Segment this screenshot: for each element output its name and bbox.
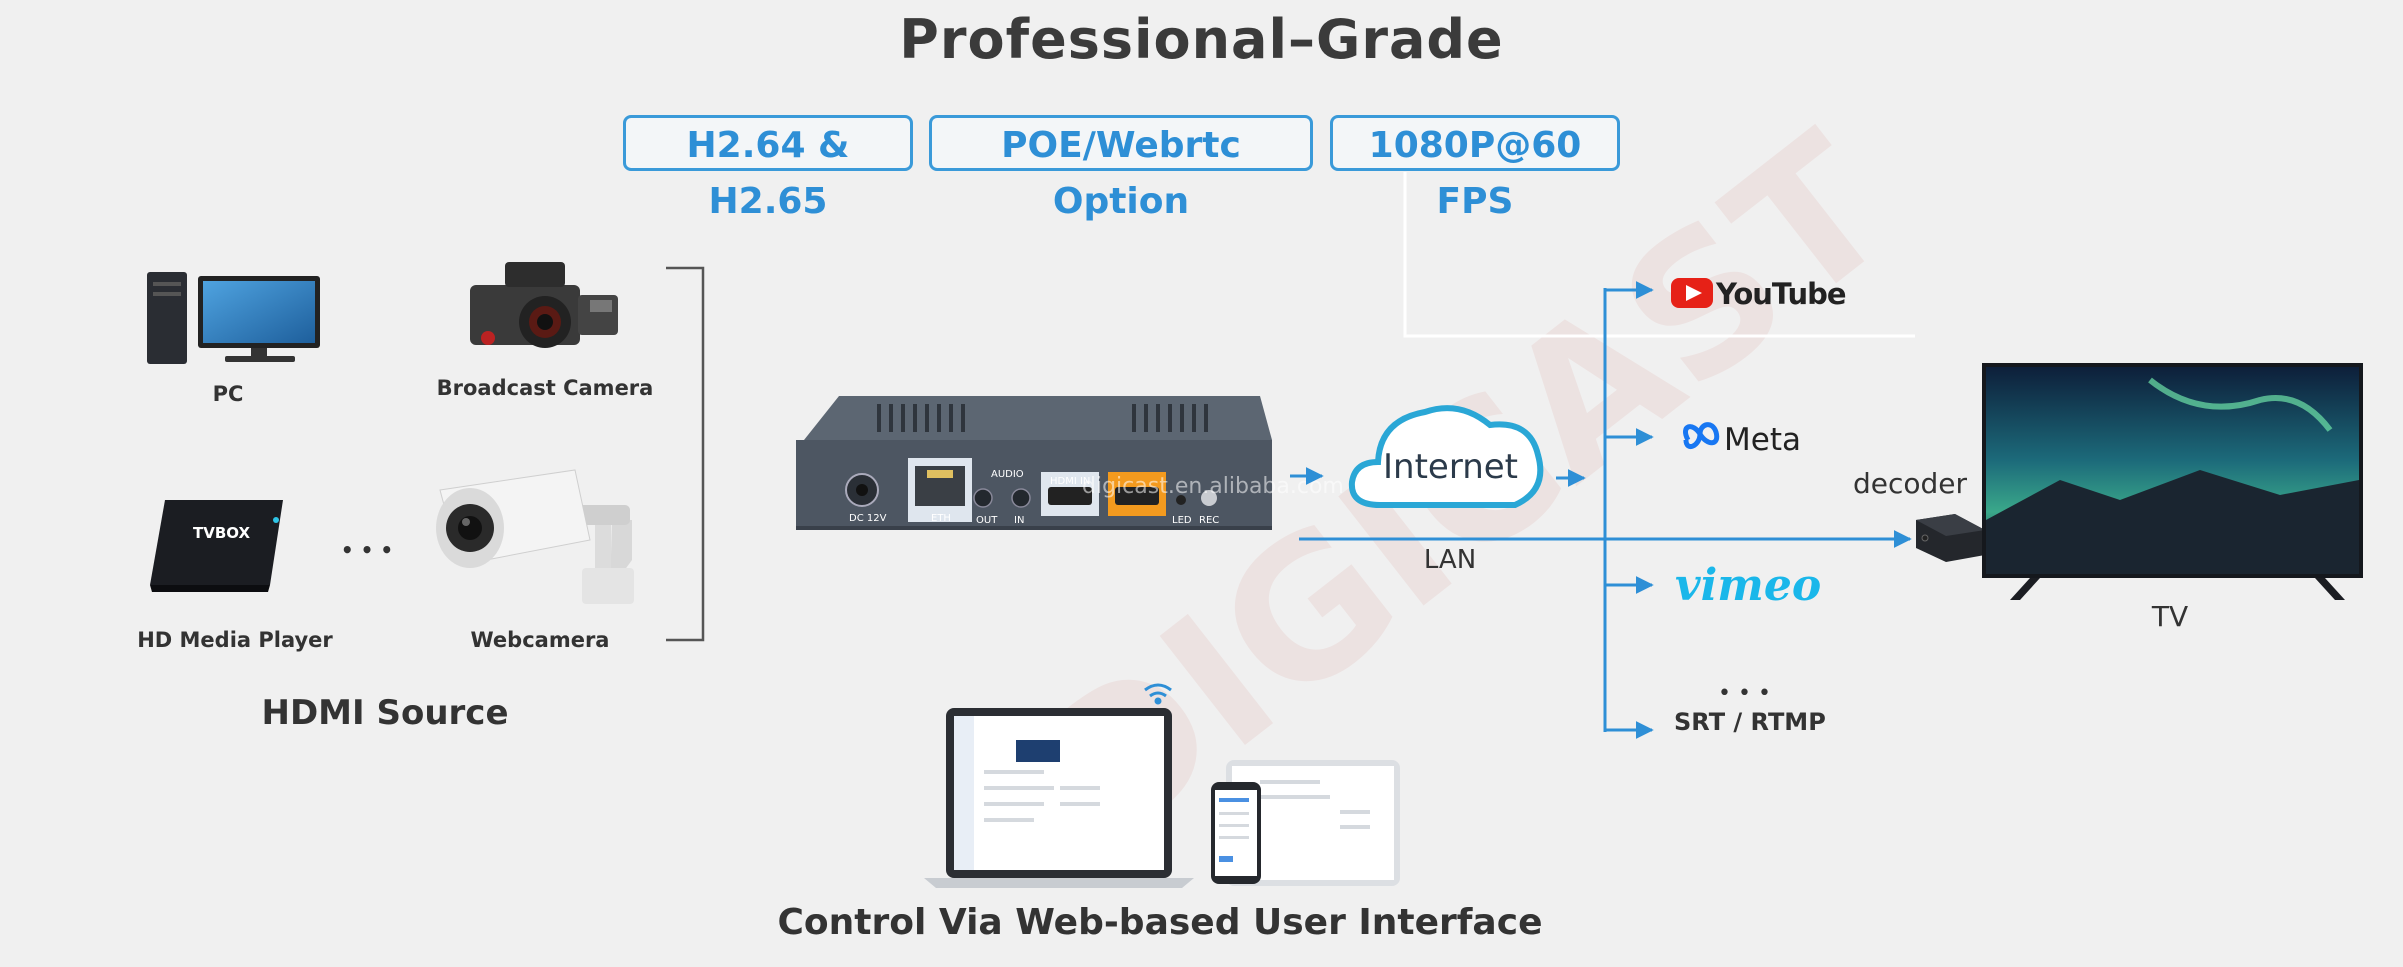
internet-cloud-icon: Internet <box>1348 405 1544 508</box>
decoder-device-icon <box>1916 514 1985 562</box>
phone-icon <box>1211 782 1261 884</box>
port-label: DC 12V <box>849 513 887 524</box>
port-label: IN <box>1014 515 1024 526</box>
webcamera-icon <box>436 469 634 604</box>
svg-text:YouTube: YouTube <box>1715 277 1846 311</box>
port-label: HDMI IN <box>1050 476 1090 487</box>
sources-ellipsis: • • • <box>340 538 394 562</box>
media-player-icon: TVBOX <box>150 500 283 592</box>
svg-text:Internet: Internet <box>1383 447 1518 487</box>
alibaba-watermark: digicast.en.alibaba.com <box>1082 474 1344 499</box>
port-label: REC <box>1199 515 1219 526</box>
badge-connector-line <box>1403 172 1915 338</box>
svg-text:Meta: Meta <box>1724 422 1801 458</box>
vimeo-logo: vimeo <box>1675 560 1821 611</box>
badge-resolution: 1080P@60 FPS <box>1330 115 1620 222</box>
broadcast-camera-icon <box>470 262 618 348</box>
decoder-label: decoder <box>1852 467 1968 500</box>
port-label: AUDIO <box>991 469 1024 480</box>
wifi-icon <box>1144 683 1172 705</box>
control-caption: Control Via Web-based User Interface <box>777 902 1543 943</box>
port-label: OUT <box>976 515 998 526</box>
sources-bracket <box>666 266 705 642</box>
badge-codec: H2.64 & H2.65 <box>623 115 913 222</box>
pc-icon <box>147 272 320 364</box>
youtube-icon: YouTube <box>1671 277 1847 311</box>
badge-poe-webrtc: POE/Webrtc Option <box>929 115 1313 222</box>
webcamera-label: Webcamera <box>470 628 610 652</box>
page-title: Professional–Grade <box>899 8 1504 71</box>
tv-label: TV <box>2151 600 2189 633</box>
hdmi-source-title: HDMI Source <box>261 693 509 733</box>
tv-icon <box>1982 363 2363 600</box>
media-player-label: HD Media Player <box>137 628 333 652</box>
port-label: ETH <box>931 513 951 524</box>
pc-label: PC <box>212 382 244 406</box>
meta-icon: Meta <box>1683 422 1801 458</box>
more-platforms-ellipsis: • • • <box>1718 681 1771 706</box>
laptop-icon <box>924 708 1194 888</box>
srt-rtmp-label: SRT / RTMP <box>1674 708 1826 736</box>
broadcast-camera-label: Broadcast Camera <box>436 376 654 400</box>
port-label: LED <box>1172 515 1192 526</box>
encoder-device-icon: DC 12V ETH AUDIO OUT IN HDMI IN LED REC … <box>796 396 1344 530</box>
svg-text:TVBOX: TVBOX <box>193 524 250 542</box>
lan-label: LAN <box>1423 545 1477 575</box>
